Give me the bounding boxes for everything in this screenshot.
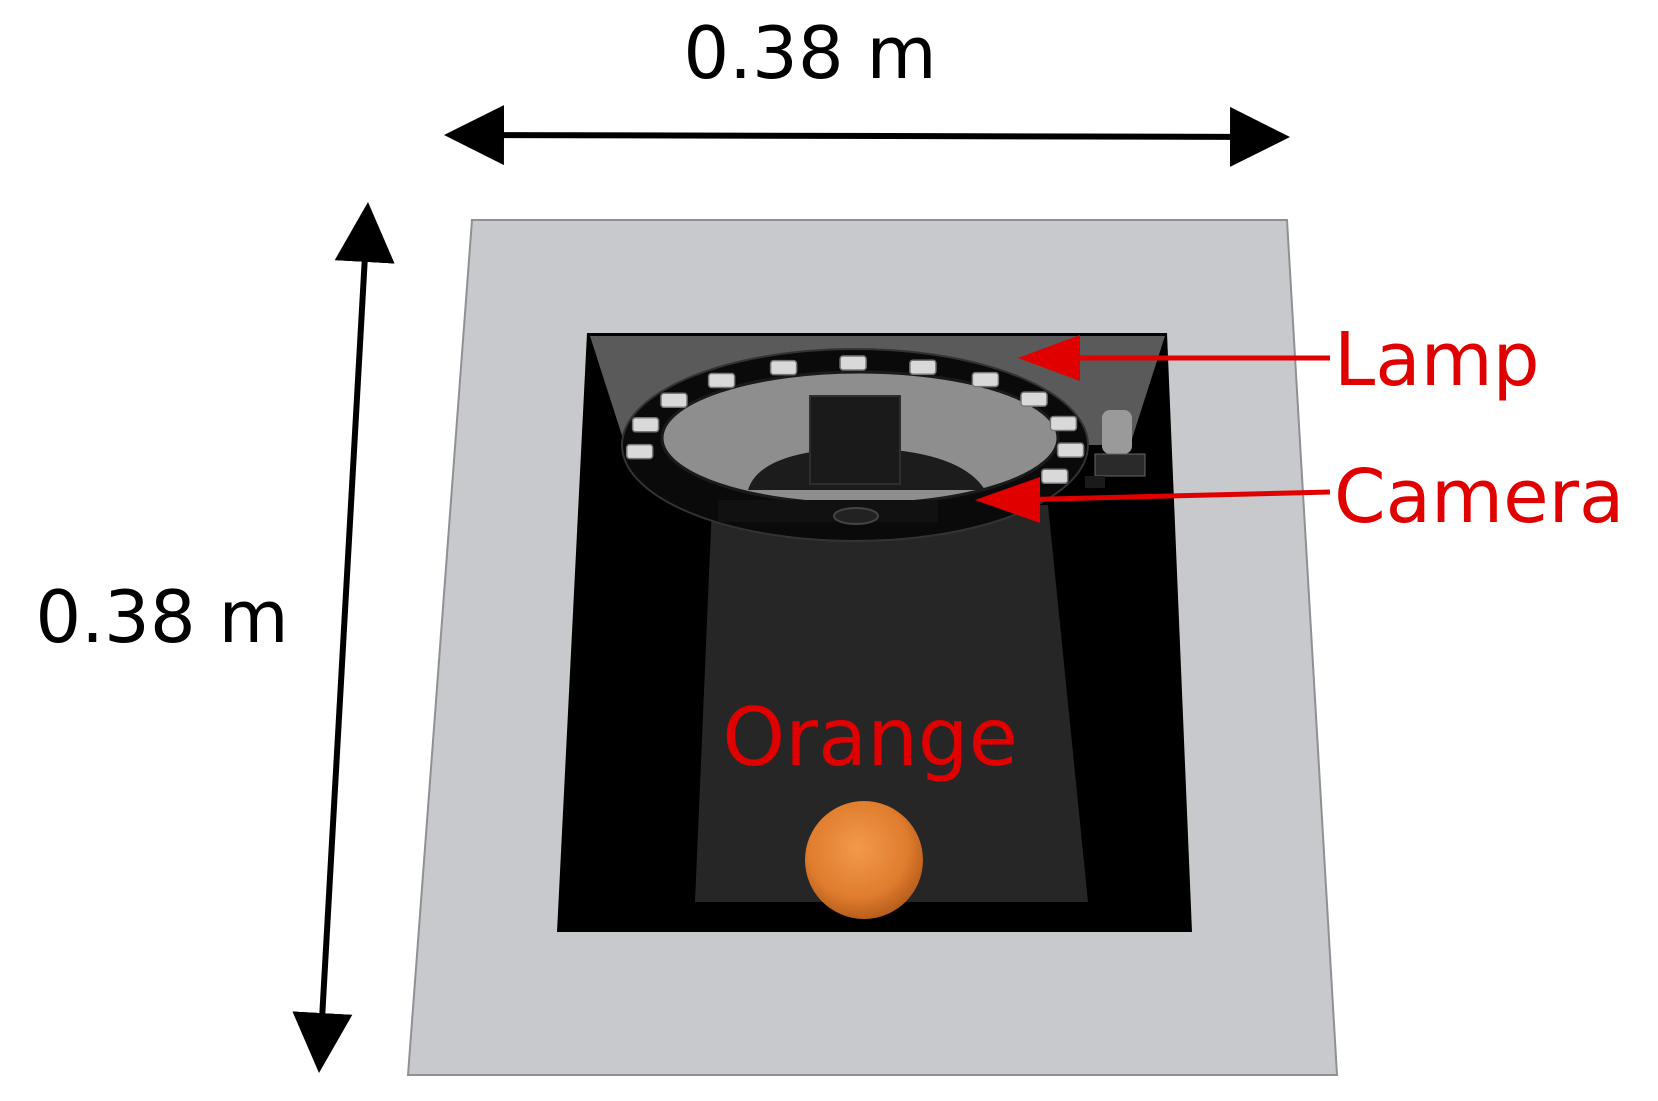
lamp-led bbox=[631, 417, 660, 433]
camera-pointer-head bbox=[975, 477, 1040, 523]
orange-label: Orange bbox=[722, 691, 1018, 784]
lamp-led bbox=[1056, 442, 1085, 458]
lamp-led bbox=[1020, 391, 1048, 407]
height-dimension-arrow bbox=[292, 202, 395, 1073]
lamp-led bbox=[625, 443, 654, 460]
camera-body bbox=[809, 395, 901, 485]
side-bracket bbox=[1085, 410, 1146, 488]
lamp-led bbox=[707, 372, 736, 389]
lamp-pointer-head bbox=[1018, 335, 1080, 381]
lamp-ring bbox=[621, 348, 1089, 542]
camera-pointer-arrow bbox=[1009, 489, 1331, 503]
lamp-label: Lamp bbox=[1334, 317, 1540, 403]
lamp-led bbox=[1040, 468, 1069, 485]
lamp-led bbox=[1049, 415, 1078, 432]
orange-fruit bbox=[805, 801, 923, 919]
camera-lens bbox=[833, 507, 879, 525]
height-dimension-label: 0.38 m bbox=[35, 575, 288, 659]
chamber-floor bbox=[695, 505, 1088, 902]
lamp-led bbox=[839, 355, 867, 371]
width-dimension-label: 0.38 m bbox=[683, 11, 936, 95]
lamp-led bbox=[769, 359, 798, 376]
lamp-led bbox=[971, 371, 1000, 388]
width-dimension-arrow bbox=[444, 105, 1290, 167]
lamp-led bbox=[660, 392, 688, 409]
camera-label: Camera bbox=[1334, 454, 1624, 540]
lamp-led bbox=[909, 359, 937, 375]
